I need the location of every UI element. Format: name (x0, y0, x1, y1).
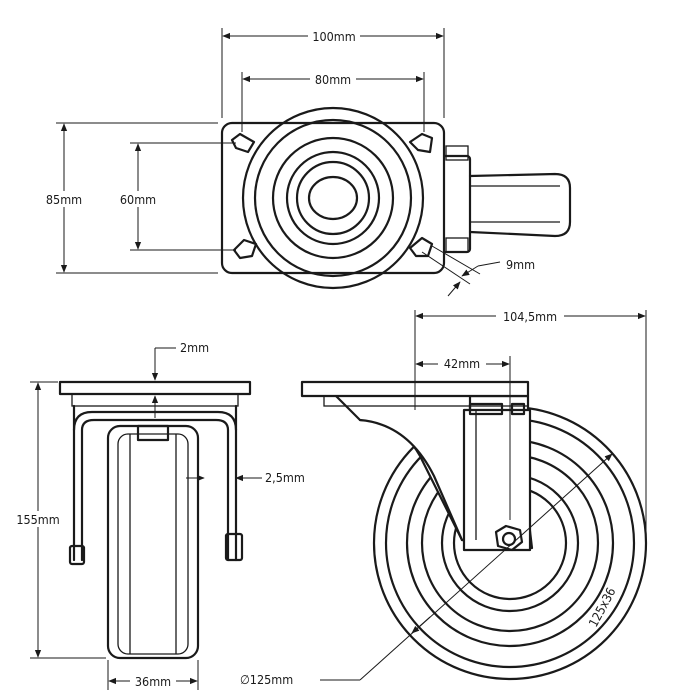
dim-bolt-spacing-y: 60mm (120, 192, 156, 207)
dim-height: 155mm (16, 512, 59, 527)
dim-offset-total: 104,5mm (503, 309, 557, 324)
bolt-hole-tl (230, 132, 256, 154)
dim-plate-height: 85mm (46, 192, 82, 207)
dim-bolt-spacing-x: 80mm (315, 72, 351, 87)
top-view-wheel (440, 145, 572, 254)
dim-swivel-offset: 42mm (444, 356, 480, 371)
dim-bolt-hole: 9mm (506, 257, 535, 272)
bolt-hole-br (408, 236, 434, 258)
axle-nut (494, 524, 524, 552)
side-view-fork (334, 394, 534, 552)
bolt-hole-bl (232, 238, 258, 260)
dim-plate-width: 100mm (312, 29, 355, 44)
front-view-plate (58, 380, 252, 396)
top-view-plate (220, 106, 446, 290)
dim-plate-thickness: 2mm (180, 340, 209, 355)
front-view-fork (72, 404, 238, 562)
top-view: 100mm 80mm 85mm 60mm 9mm (42, 28, 572, 297)
dim-fork-thickness: 2,5mm (265, 470, 305, 485)
dim-wheel-diameter: ∅125mm (240, 672, 293, 687)
bolt-hole-tr (408, 132, 434, 154)
front-view: 2mm 2,5mm 155mm 36mm (14, 340, 305, 690)
side-view: 125x36 104,5mm 42mm ∅125mm (240, 308, 648, 687)
front-view-wheel (106, 424, 200, 660)
dim-wheel-width: 36mm (135, 674, 171, 689)
